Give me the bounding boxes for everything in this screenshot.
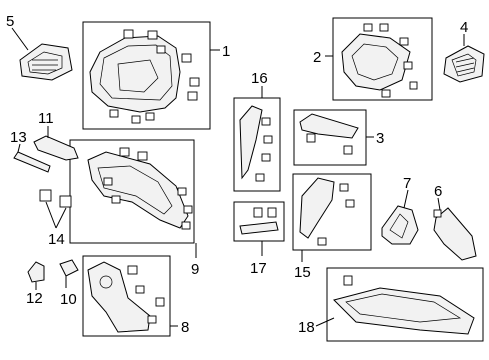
group-box-8 bbox=[82, 255, 171, 337]
callout-6: 6 bbox=[434, 183, 442, 200]
leader-13 bbox=[17, 143, 21, 153]
side-trim-part bbox=[433, 207, 477, 261]
callout-9: 9 bbox=[191, 261, 199, 278]
group-box-1 bbox=[82, 21, 211, 130]
callout-16: 16 bbox=[251, 70, 268, 87]
group-box-18 bbox=[326, 267, 484, 342]
vertical-trim-part bbox=[239, 105, 273, 182]
knee-panel-part bbox=[381, 205, 419, 245]
leader-5 bbox=[11, 27, 29, 51]
leader-6 bbox=[437, 197, 441, 211]
group-box-17 bbox=[233, 201, 285, 242]
glove-box-part bbox=[333, 275, 475, 335]
callout-3: 3 bbox=[376, 130, 384, 147]
callout-2: 2 bbox=[313, 49, 321, 66]
part-12-cap bbox=[27, 261, 45, 283]
part-13-strip bbox=[13, 151, 51, 173]
callout-1: 1 bbox=[222, 43, 230, 60]
callout-17: 17 bbox=[250, 260, 267, 277]
part-17-clips bbox=[239, 207, 279, 235]
center-panel-part bbox=[341, 23, 418, 98]
part-10-clip bbox=[59, 259, 79, 277]
lower-console-part bbox=[87, 261, 165, 333]
part-11-trim bbox=[33, 135, 79, 161]
group-box-2 bbox=[332, 17, 433, 101]
callout-13: 13 bbox=[10, 129, 27, 146]
group-box-9 bbox=[69, 139, 195, 244]
callout-14: 14 bbox=[48, 231, 65, 248]
group-box-15 bbox=[292, 173, 372, 251]
instrument-bezel-part bbox=[89, 29, 200, 124]
callout-7: 7 bbox=[403, 175, 411, 192]
group-box-16 bbox=[233, 97, 281, 192]
dash-panel-part bbox=[87, 147, 193, 230]
leader-14b bbox=[55, 207, 67, 229]
leader-14a bbox=[45, 201, 57, 229]
callout-4: 4 bbox=[460, 19, 468, 36]
callout-15: 15 bbox=[294, 264, 311, 281]
callout-10: 10 bbox=[60, 291, 77, 308]
part-14-clips bbox=[39, 189, 72, 208]
callout-8: 8 bbox=[181, 319, 189, 336]
left-vent-part bbox=[19, 43, 73, 81]
callout-12: 12 bbox=[26, 290, 43, 307]
leader-18 bbox=[315, 317, 335, 327]
callout-11: 11 bbox=[38, 110, 54, 127]
leader-7 bbox=[403, 189, 409, 209]
trim-strip-part bbox=[299, 113, 359, 155]
right-vent-part bbox=[443, 45, 485, 83]
callout-5: 5 bbox=[6, 13, 14, 30]
switch-bezel-part bbox=[299, 177, 355, 246]
callout-18: 18 bbox=[298, 319, 315, 336]
